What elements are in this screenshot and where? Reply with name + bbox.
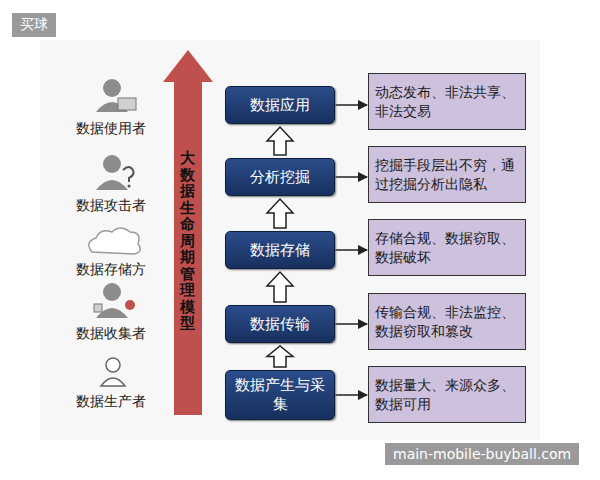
- user-icon: [96, 79, 136, 112]
- collector-icon: [94, 283, 135, 318]
- stage-box: 数据存储: [225, 231, 335, 269]
- risk-text: 存储合规、数据窃取、数据破坏: [375, 229, 519, 267]
- risk-box: 传输合规、非法监控、数据窃取和篡改: [368, 293, 526, 350]
- stage-box: 数据产生与采集: [225, 370, 335, 420]
- risk-box: 存储合规、数据窃取、数据破坏: [368, 219, 526, 276]
- attacker-icon: [96, 155, 134, 190]
- flow-arrow: [267, 272, 293, 302]
- actor-label: 数据存储方: [76, 261, 146, 279]
- watermark: main-mobile-buyball.com: [385, 443, 579, 465]
- actor-label: 数据使用者: [76, 120, 146, 138]
- panel-ground: [40, 40, 540, 440]
- flow-arrow: [267, 199, 293, 228]
- risk-arrow: [335, 323, 367, 325]
- risk-text: 动态发布、非法共享、非法交易: [375, 83, 519, 121]
- risk-text: 传输合规、非法监控、数据窃取和篡改: [375, 303, 519, 341]
- producer-icon: [101, 358, 125, 386]
- actor-label: 数据收集者: [76, 325, 146, 343]
- risk-arrow: [335, 394, 367, 396]
- model-title: 大数据生命周期管理模型: [180, 150, 195, 332]
- stage-name: 数据传输: [250, 315, 310, 334]
- actor-label: 数据生产者: [76, 393, 146, 411]
- stage-name: 分析挖掘: [250, 168, 310, 187]
- risk-box: 挖掘手段层出不穷，通过挖掘分析出隐私: [368, 146, 526, 203]
- stage-name: 数据应用: [250, 96, 310, 115]
- stage-name: 数据产生与采集: [232, 376, 328, 414]
- actor-label: 数据攻击者: [76, 197, 146, 215]
- risk-arrow: [335, 104, 367, 106]
- stage-box: 数据应用: [225, 86, 335, 124]
- watermark: 买球: [12, 13, 56, 37]
- risk-text: 数据量大、来源众多、数据可用: [375, 376, 519, 414]
- stage-box: 数据传输: [225, 305, 335, 343]
- risk-arrow: [335, 249, 367, 251]
- lifecycle-arrow: [163, 50, 213, 415]
- risk-box: 数据量大、来源众多、数据可用: [368, 366, 526, 423]
- stage-box: 分析挖掘: [225, 158, 335, 196]
- cloud-icon: [89, 228, 140, 254]
- risk-text: 挖掘手段层出不穷，通过挖掘分析出隐私: [375, 156, 519, 194]
- risk-box: 动态发布、非法共享、非法交易: [368, 73, 526, 130]
- risk-arrow: [335, 176, 367, 178]
- flow-arrow: [267, 127, 293, 155]
- stage-name: 数据存储: [250, 241, 310, 260]
- flow-arrow: [267, 346, 293, 367]
